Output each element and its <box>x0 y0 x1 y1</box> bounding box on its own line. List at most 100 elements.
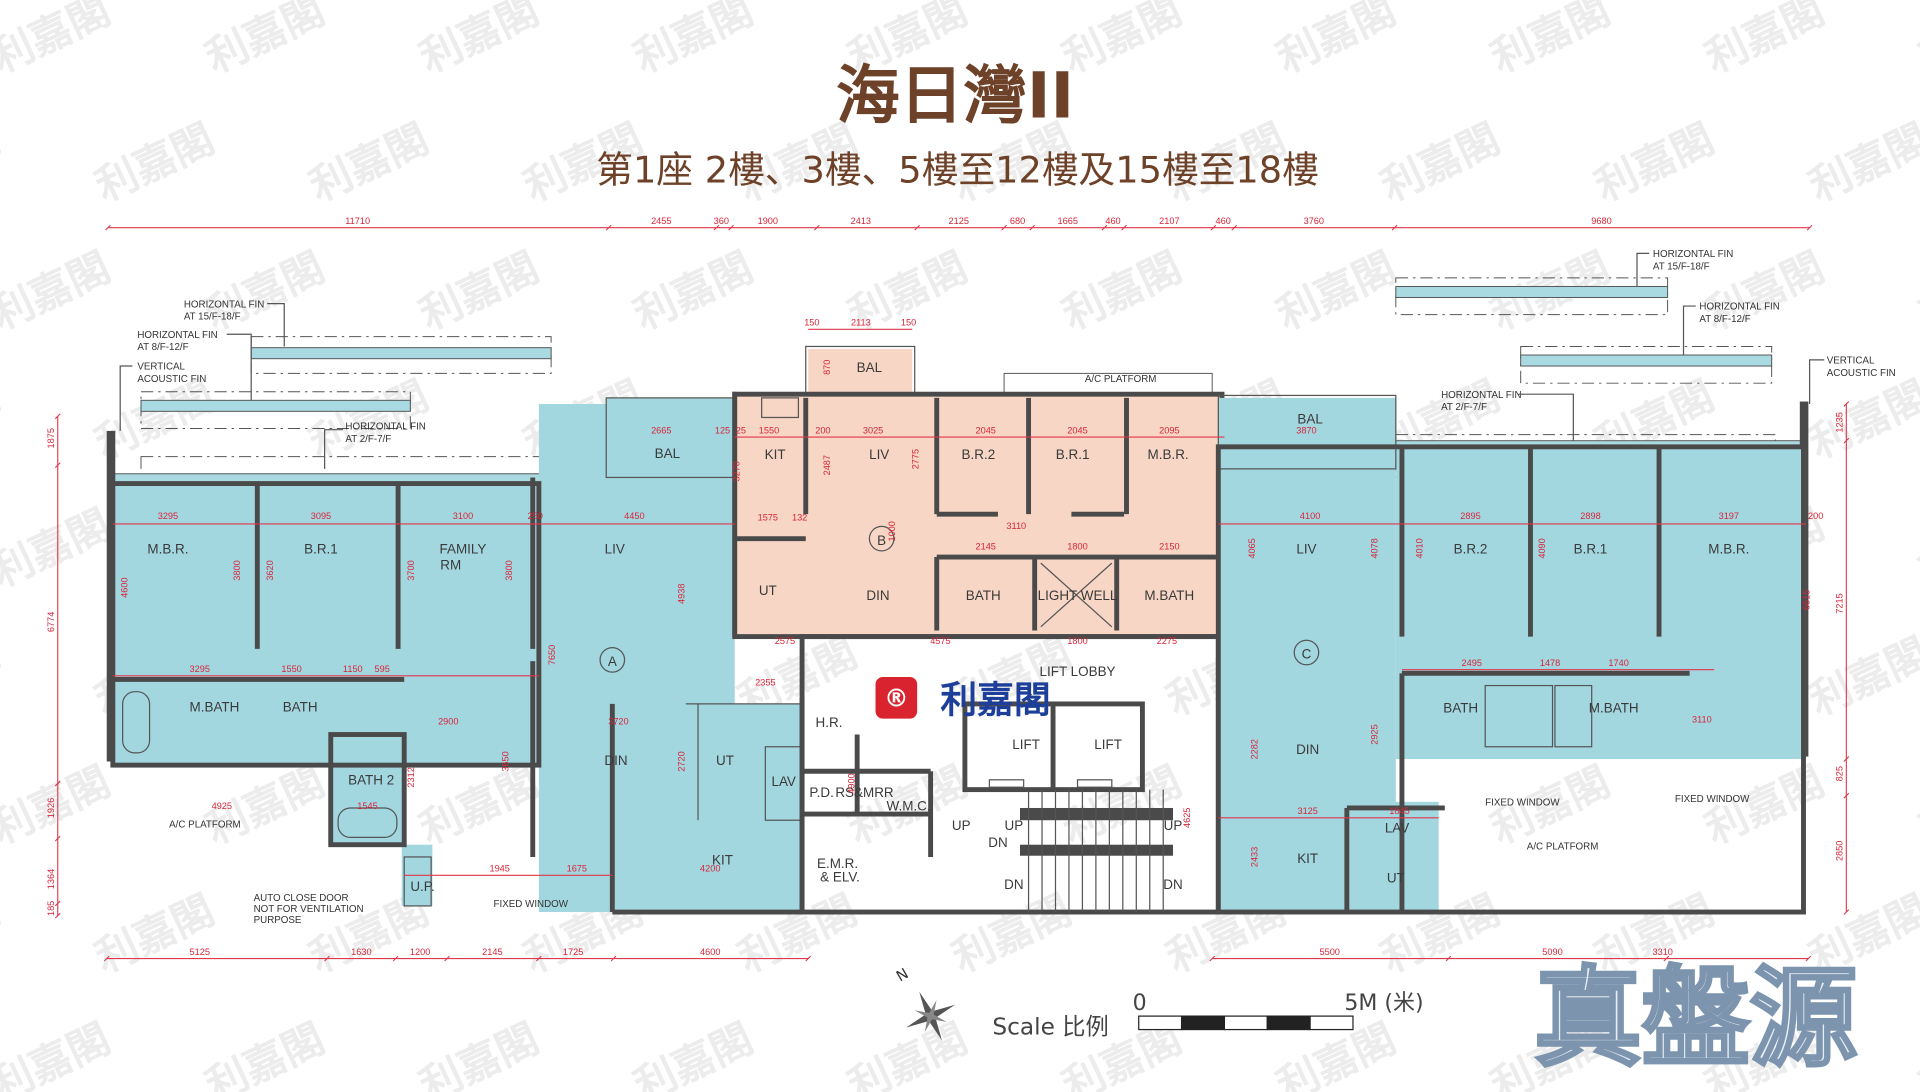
watermark-text: 利嘉閣 <box>1802 371 1920 468</box>
dimension-value: 2487 <box>822 455 832 475</box>
dimension-value: 1926 <box>46 798 56 818</box>
dimension-value: 132 <box>792 512 807 522</box>
unit-c-room-label: M.B.R. <box>1708 541 1749 556</box>
dimension-tick <box>1209 955 1216 962</box>
dimension-value: 1150 <box>343 664 363 674</box>
dimension-value: 4200 <box>700 864 720 874</box>
dimension-value: 4450 <box>624 511 644 521</box>
unit-b-room-label: BATH <box>966 588 1001 603</box>
leader-line <box>1808 359 1825 404</box>
dimension-value: 2275 <box>1157 636 1177 646</box>
unit-a <box>110 391 805 915</box>
leader-line <box>324 429 343 469</box>
dimension-value: 1364 <box>46 869 56 889</box>
dimension-tick <box>105 224 111 231</box>
unit-b-marker-circle <box>868 525 895 552</box>
annotation-label: HORIZONTAL FIN <box>1653 249 1733 260</box>
watermark-text: 利嘉閣 <box>1912 242 1920 339</box>
watermark-text: 利嘉閣 <box>198 1014 332 1092</box>
unit-c-room-label: B.R.1 <box>1574 541 1608 556</box>
dimension-value: 4900 <box>847 773 857 793</box>
dimension-tick <box>1001 224 1007 231</box>
dimension-tick <box>1210 224 1217 231</box>
unit-core-room-label: P.D. <box>809 785 833 800</box>
dimension-value: 1550 <box>759 425 779 435</box>
watermark-text: 利嘉閣 <box>302 371 436 468</box>
dimension-value: 2895 <box>1460 511 1480 521</box>
unit-core-room-label: E.M.R. <box>817 856 858 871</box>
unit-b-marker: B <box>877 533 886 548</box>
unit-core-room-label: W.M.C. <box>887 798 931 813</box>
dimension-value: 3870 <box>1296 425 1316 435</box>
watermark-text: 利嘉閣 <box>0 0 118 83</box>
dimension-value: 2433 <box>1249 847 1259 867</box>
watermark-text: 利嘉閣 <box>1269 242 1403 339</box>
watermark-text: 利嘉閣 <box>412 1014 546 1092</box>
dimension-value: 3295 <box>190 664 210 674</box>
dimension-value: 360 <box>714 216 729 226</box>
annotation-label: VERTICAL <box>1827 356 1875 367</box>
dimension-value: 2455 <box>651 216 671 226</box>
watermark-text: 利嘉閣 <box>1802 114 1920 211</box>
dimension-value: 1235 <box>1835 412 1845 432</box>
dimension-tick <box>1843 756 1850 762</box>
dimension-value: 1200 <box>410 947 430 957</box>
dimension-value: 11710 <box>345 216 370 226</box>
dimension-value: 2045 <box>976 425 996 435</box>
dimension-tick <box>536 955 542 962</box>
dimension-value: 25 <box>736 425 746 435</box>
unit-b-room-label: M.B.R. <box>1148 447 1189 462</box>
annotation-label: PURPOSE <box>254 915 302 926</box>
unit-c-room-label: B.R.2 <box>1454 541 1488 556</box>
annotation-label: HORIZONTAL FIN <box>1441 390 1521 401</box>
dimension-value: 2045 <box>1067 425 1087 435</box>
unit-c-room-label: M.BATH <box>1589 700 1639 715</box>
dimension-tick <box>54 413 61 420</box>
unit-a-room-label: RM <box>440 557 461 572</box>
dimension-value: 4625 <box>1182 808 1192 828</box>
dimension-value: 125 <box>715 425 730 435</box>
annotation-label: AT 8/F-12/F <box>1699 314 1750 325</box>
dimension-value: 2898 <box>1580 511 1600 521</box>
page-title: 海日灣II <box>836 60 1074 134</box>
watermark-text: 利嘉閣 <box>412 757 546 854</box>
dimension-value: 150 <box>804 318 819 328</box>
annotation-label: ACOUSTIC FIN <box>1827 368 1896 379</box>
dimension-tick <box>805 955 812 962</box>
unit-c-room-label: DIN <box>1296 742 1319 757</box>
dimension-value: 6615 <box>1802 590 1812 610</box>
watermark-text: 利嘉閣 <box>0 757 118 854</box>
unit-a-room-label: M.BATH <box>190 699 240 714</box>
watermark-text: 利嘉閣 <box>88 885 222 982</box>
unit-a-room-label: LAV <box>771 774 795 789</box>
watermark-text: 利嘉閣 <box>1055 0 1189 83</box>
dimension-tick <box>914 224 920 231</box>
dimension-value: 5090 <box>1542 947 1562 957</box>
dimension-value: 6774 <box>46 612 56 632</box>
unit-core-room-label: LIFT LOBBY <box>1040 664 1116 679</box>
scale-segment <box>1138 1015 1183 1031</box>
dimension-value: 2925 <box>1369 724 1379 744</box>
dimension-value: 1550 <box>281 664 301 674</box>
scale-segment <box>1266 1015 1311 1031</box>
unit-c-room-label: LAV <box>1385 820 1409 835</box>
unit-a-room-label: U.P. <box>410 879 434 894</box>
watermark-text: 利嘉閣 <box>1912 757 1920 854</box>
unit-core-room-label: UP <box>1005 818 1024 833</box>
unit-c <box>1215 394 1806 915</box>
dimension-value: 4090 <box>1537 538 1547 558</box>
annotation-label: AT 2/F-7/F <box>1441 402 1487 413</box>
annotation-label: AT 8/F-12/F <box>137 342 188 353</box>
dimension-value: 5500 <box>1320 947 1340 957</box>
dimension-value: 1725 <box>563 947 583 957</box>
dimension-value: 2413 <box>851 216 871 226</box>
dimension-tick <box>605 224 612 231</box>
scale-label: Scale 比例 <box>992 1013 1108 1040</box>
annotation-label: FIXED WINDOW <box>1675 794 1750 805</box>
dimension-value: 250 <box>528 511 543 521</box>
dimension-value: 1800 <box>1067 636 1087 646</box>
annotation-label: ACOUSTIC FIN <box>137 374 206 385</box>
dimension-tick <box>1101 224 1108 231</box>
dimension-value: 7650 <box>547 645 557 665</box>
annotation-label: A/C PLATFORM <box>169 820 241 831</box>
